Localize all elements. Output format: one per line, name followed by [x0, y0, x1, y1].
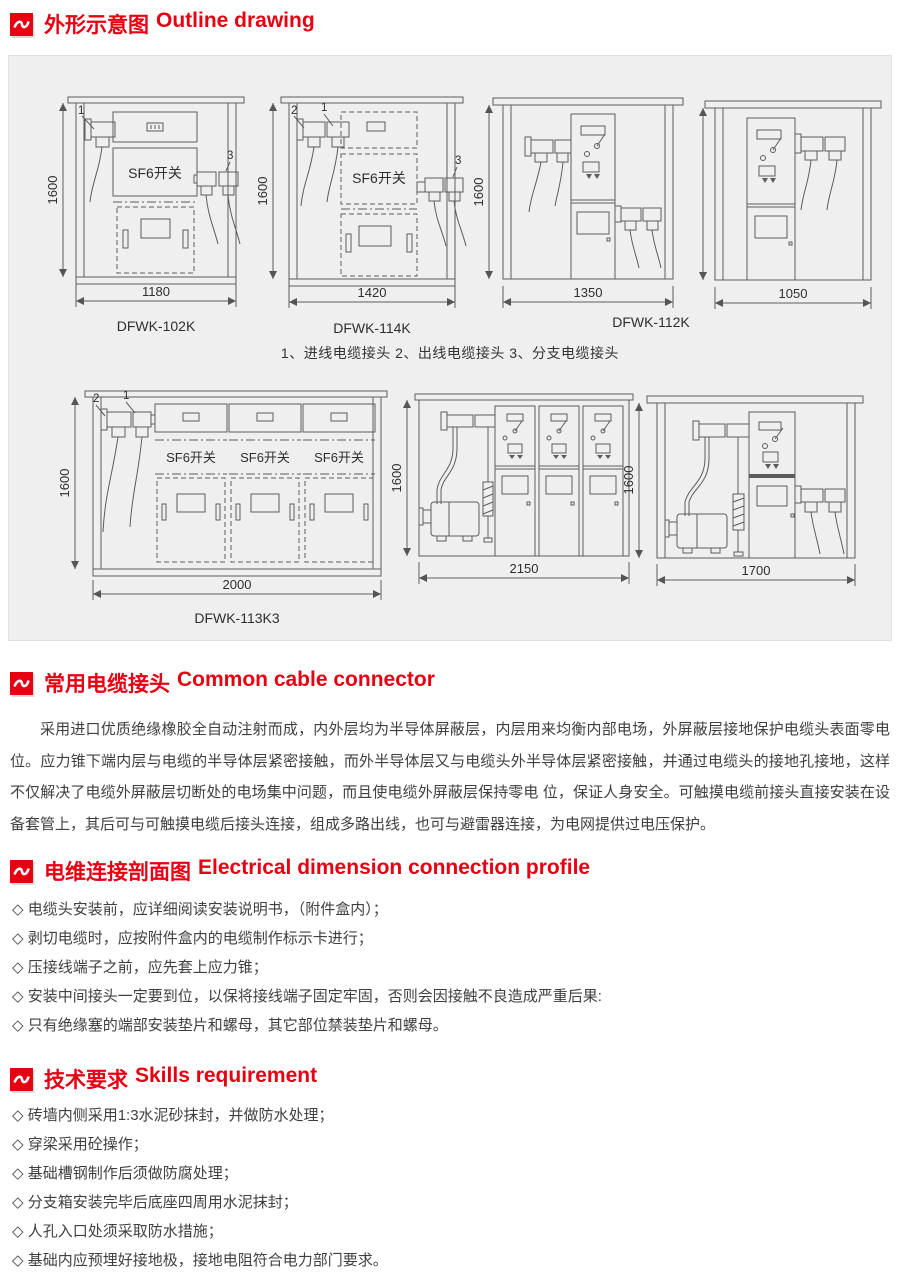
sf6-switch-label: SF6开关 [128, 165, 182, 181]
model-label: DFWK-113K3 [194, 610, 280, 626]
sf6-switch-label: SF6开关 [352, 170, 406, 186]
list-item: ◇ 人孔入口处须采取防水措施； [12, 1223, 223, 1240]
list-item: ◇ 分支箱安装完毕后底座四周用水泥抹封； [12, 1194, 298, 1211]
dim-height: 1600 [471, 178, 486, 207]
dim-height: 1600 [255, 177, 270, 206]
dim-width: 1350 [574, 285, 603, 300]
switch-unit [494, 405, 536, 557]
section-title-zh: 技术要求 [44, 1069, 128, 1092]
skills-requirement-list: ◇ 砖墙内侧采用1:3水泥砂抹封，并做防水处理； ◇ 穿梁采用砼操作； ◇ 基础… [12, 1106, 388, 1280]
connection-profile-list: ◇ 电缆头安装前，应详细阅读安装说明书，（附件盒内）； ◇ 剥切电缆时，应按附件… [12, 900, 602, 1045]
section-title-zh: 外形示意图 [44, 14, 149, 37]
section-title-zh: 电维连接剖面图 [44, 861, 191, 884]
dim-width: 1050 [779, 286, 808, 301]
callout-3: 3 [227, 150, 233, 162]
drawing-dfwk-102k: 1600 SF6开关 1 3 1180 DFWK-102K [45, 96, 245, 334]
callout-1: 1 [123, 390, 129, 402]
list-item: ◇ 压接线端子之前，应先套上应力锥； [12, 959, 268, 976]
connector-legend-caption: 1、进线电缆接头 2、出线电缆接头 3、分支电缆接头 [280, 345, 620, 361]
callout-1: 1 [321, 102, 327, 114]
section-title: 电维连接剖面图 Electrical dimension connection … [44, 856, 590, 886]
dim-height: 1600 [57, 469, 72, 498]
sf6-switch-label: SF6开关 [166, 450, 216, 465]
list-item: ◇ 基础槽钢制作后须做防腐处理； [12, 1165, 238, 1182]
brand-logo-icon [10, 671, 33, 695]
section-title: 技术要求 Skills requirement [44, 1064, 317, 1094]
callout-2: 2 [291, 105, 297, 117]
section-title-en: Electrical dimension connection profile [198, 856, 591, 879]
list-item: ◇ 砖墙内侧采用1:3水泥砂抹封，并做防水处理； [12, 1107, 334, 1124]
switch-unit [538, 405, 580, 557]
list-item: ◇ 安装中间接头一定要到位，以保将接线端子固定牢固，否则会因接触不良造成严重后果… [12, 988, 602, 1005]
model-label-dfwk-112k: DFWK-112K [612, 314, 690, 330]
brand-logo-icon [10, 12, 33, 36]
callout-2: 2 [93, 393, 99, 405]
list-item: ◇ 基础内应预埋好接地极，接地电阻符合电力部门要求。 [12, 1252, 388, 1269]
drawing-internal-view-2150: 1600 [389, 393, 634, 584]
list-item: ◇ 电缆头安装前，应详细阅读安装说明书，（附件盒内）； [12, 901, 388, 918]
dim-width: 2150 [510, 561, 539, 576]
dim-width: 2000 [223, 577, 252, 592]
outline-drawing-panel: 1600 SF6开关 1 3 1180 DFWK-102K 1600 [8, 55, 892, 641]
section-title-zh: 常用电缆接头 [44, 673, 170, 696]
list-item: ◇ 穿梁采用砼操作； [12, 1136, 148, 1153]
drawing-internal-view-1700: 1600 1700 [621, 395, 864, 586]
section-header-cable-connector: 常用电缆接头 Common cable connector [10, 668, 435, 698]
list-item: ◇ 剥切电缆时，应按附件盒内的电缆制作标示卡进行； [12, 930, 373, 947]
cable-connector-description: 采用进口优质绝缘橡胶全自动注射而成，内外层均为半导体屏蔽层，内层用来均衡内部电场… [10, 721, 890, 833]
dim-height: 1600 [389, 464, 404, 493]
sf6-switch-label: SF6开关 [314, 450, 364, 465]
section-header-skills: 技术要求 Skills requirement [10, 1064, 317, 1094]
model-label: DFWK-102K [117, 318, 196, 334]
callout-1: 1 [78, 105, 84, 117]
dim-height: 1600 [621, 466, 636, 495]
dim-width: 1700 [742, 563, 771, 578]
sf6-switch-label: SF6开关 [240, 450, 290, 465]
section-header-connection-profile: 电维连接剖面图 Electrical dimension connection … [10, 856, 590, 886]
dim-height: 1600 [45, 176, 60, 205]
section-title: 常用电缆接头 Common cable connector [44, 668, 435, 698]
drawing-dfwk-114k: 1600 SF6开关 2 1 3 1420 DFWK-114K [255, 96, 467, 336]
list-item: ◇ 只有绝缘塞的端部安装垫片和螺母，其它部位禁装垫片和螺母。 [12, 1017, 448, 1034]
callout-3: 3 [455, 155, 461, 167]
section-header-outline: 外形示意图 Outline drawing [10, 9, 315, 39]
section-title-en: Skills requirement [135, 1064, 318, 1087]
switch-unit [582, 405, 624, 557]
section-title-en: Outline drawing [156, 9, 315, 32]
section-title: 外形示意图 Outline drawing [44, 9, 315, 39]
drawing-dfwk-113k3: 1600 SF6开关 SF6开关 SF6开关 2 [57, 390, 388, 626]
section-title-en: Common cable connector [177, 668, 435, 691]
dim-width: 1420 [358, 285, 387, 300]
dim-width: 1180 [142, 284, 170, 299]
model-label: DFWK-114K [333, 320, 411, 336]
brand-logo-icon [10, 859, 33, 883]
drawing-side-view-1050: 1050 [699, 100, 882, 309]
brand-logo-icon [10, 1067, 33, 1091]
drawing-side-view-1350: 1600 1350 [471, 97, 684, 308]
